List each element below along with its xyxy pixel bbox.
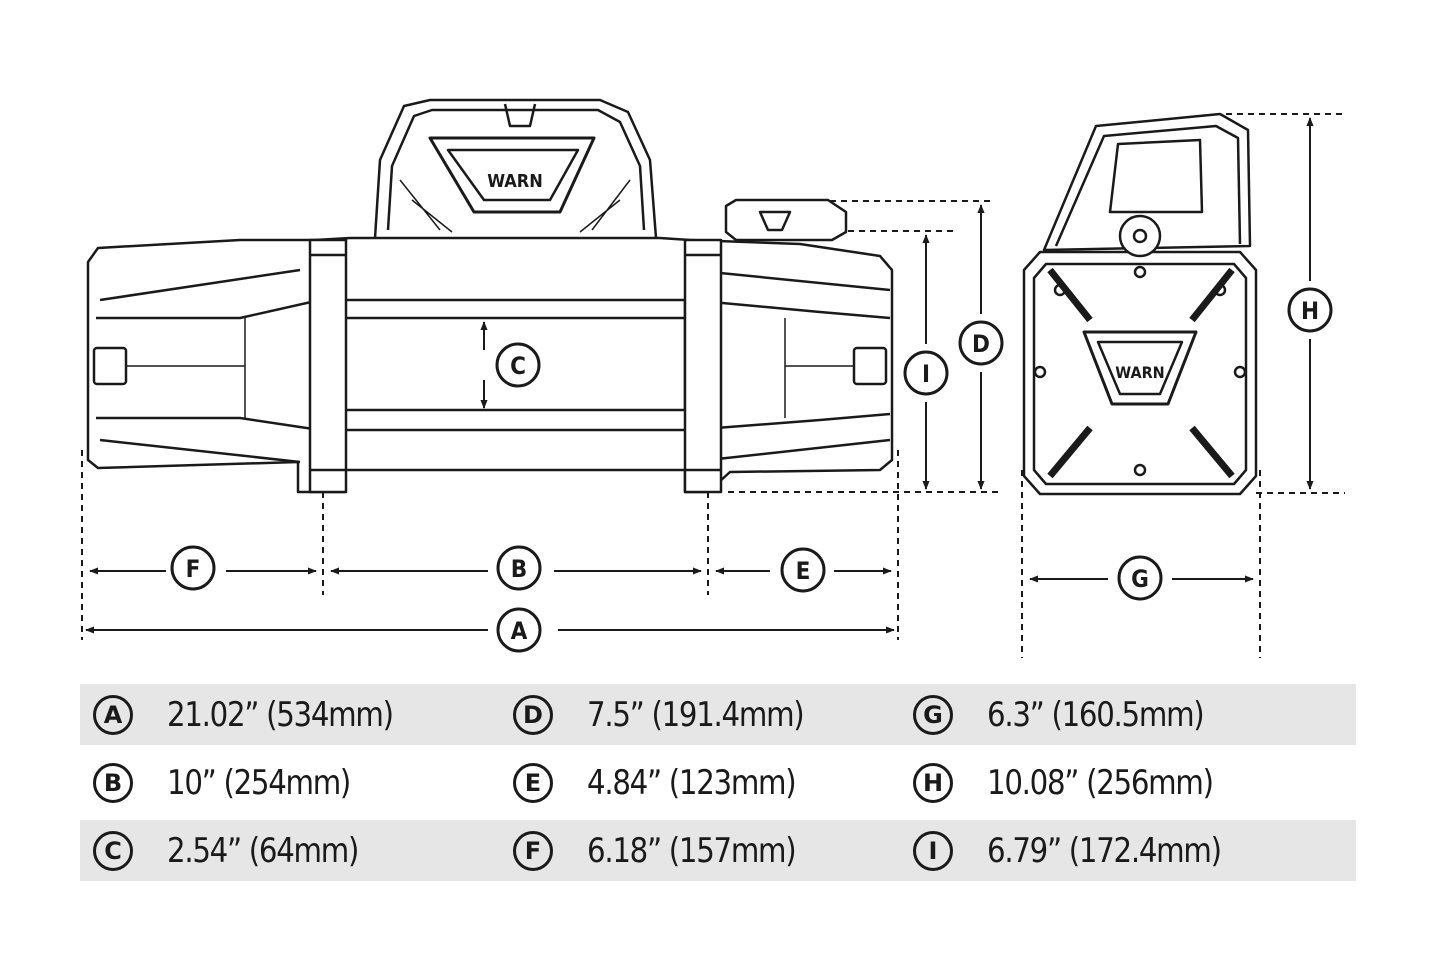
spec-row-2: B 10” (254mm) E 4.84” (123mm) H 10.08” (… xyxy=(80,745,1356,820)
badge-b-diagram: B xyxy=(511,555,527,583)
badge-b: B xyxy=(93,762,133,803)
badge-c-diagram: C xyxy=(510,352,526,380)
spec-a: A 21.02” (534mm) xyxy=(93,684,429,745)
value-d: 7.5” (191.4mm) xyxy=(587,694,805,735)
value-e: 4.84” (123mm) xyxy=(587,762,797,803)
badge-d-diagram: D xyxy=(972,330,990,358)
winch-dimension-diagram: WARN WARN xyxy=(81,98,1345,658)
badge-g: G xyxy=(913,694,953,735)
spec-i: I 6.79” (172.4mm) xyxy=(913,820,1259,881)
badge-f-diagram: F xyxy=(186,555,201,583)
badge-i: I xyxy=(913,830,953,871)
badge-f: F xyxy=(513,830,553,871)
dimension-spec-table: A 21.02” (534mm) D 7.5” (191.4mm) G 6.3”… xyxy=(80,684,1356,881)
winch-side-view xyxy=(1022,112,1258,496)
winch-front-view xyxy=(86,98,894,494)
spec-c: C 2.54” (64mm) xyxy=(93,820,389,881)
spec-g: G 6.3” (160.5mm) xyxy=(913,684,1239,745)
badge-d: D xyxy=(513,694,553,735)
spec-row-1: A 21.02” (534mm) D 7.5” (191.4mm) G 6.3”… xyxy=(80,684,1356,745)
spec-f: F 6.18” (157mm) xyxy=(513,820,829,881)
value-c: 2.54” (64mm) xyxy=(167,830,359,871)
spec-e: E 4.84” (123mm) xyxy=(513,745,829,820)
badge-a: A xyxy=(93,694,133,735)
value-a: 21.02” (534mm) xyxy=(167,694,394,735)
badge-g-diagram: G xyxy=(1131,565,1149,593)
badge-h-diagram: H xyxy=(1301,297,1319,325)
spec-d: D 7.5” (191.4mm) xyxy=(513,684,839,745)
value-b: 10” (254mm) xyxy=(167,762,351,803)
badge-e-diagram: E xyxy=(796,557,811,585)
badge-e: E xyxy=(513,762,553,803)
spec-row-3: C 2.54” (64mm) F 6.18” (157mm) I 6.79” (… xyxy=(80,820,1356,881)
badge-h: H xyxy=(913,762,953,803)
badge-i-diagram: I xyxy=(922,360,930,388)
value-f: 6.18” (157mm) xyxy=(587,830,797,871)
badge-c: C xyxy=(93,830,133,871)
spec-h: H 10.08” (256mm) xyxy=(913,745,1249,820)
dimension-badges xyxy=(170,287,1333,653)
extension-lines xyxy=(81,113,1345,658)
value-h: 10.08” (256mm) xyxy=(987,762,1214,803)
badge-a-diagram: A xyxy=(511,617,528,645)
dimension-badge-letters: F B E A G C I D H xyxy=(186,297,1319,645)
front-logo-text: WARN xyxy=(487,171,543,192)
dimension-arrows xyxy=(85,117,1314,634)
side-logo-text: WARN xyxy=(1115,363,1164,382)
spec-b: B 10” (254mm) xyxy=(93,745,380,820)
value-g: 6.3” (160.5mm) xyxy=(987,694,1205,735)
value-i: 6.79” (172.4mm) xyxy=(987,830,1222,871)
